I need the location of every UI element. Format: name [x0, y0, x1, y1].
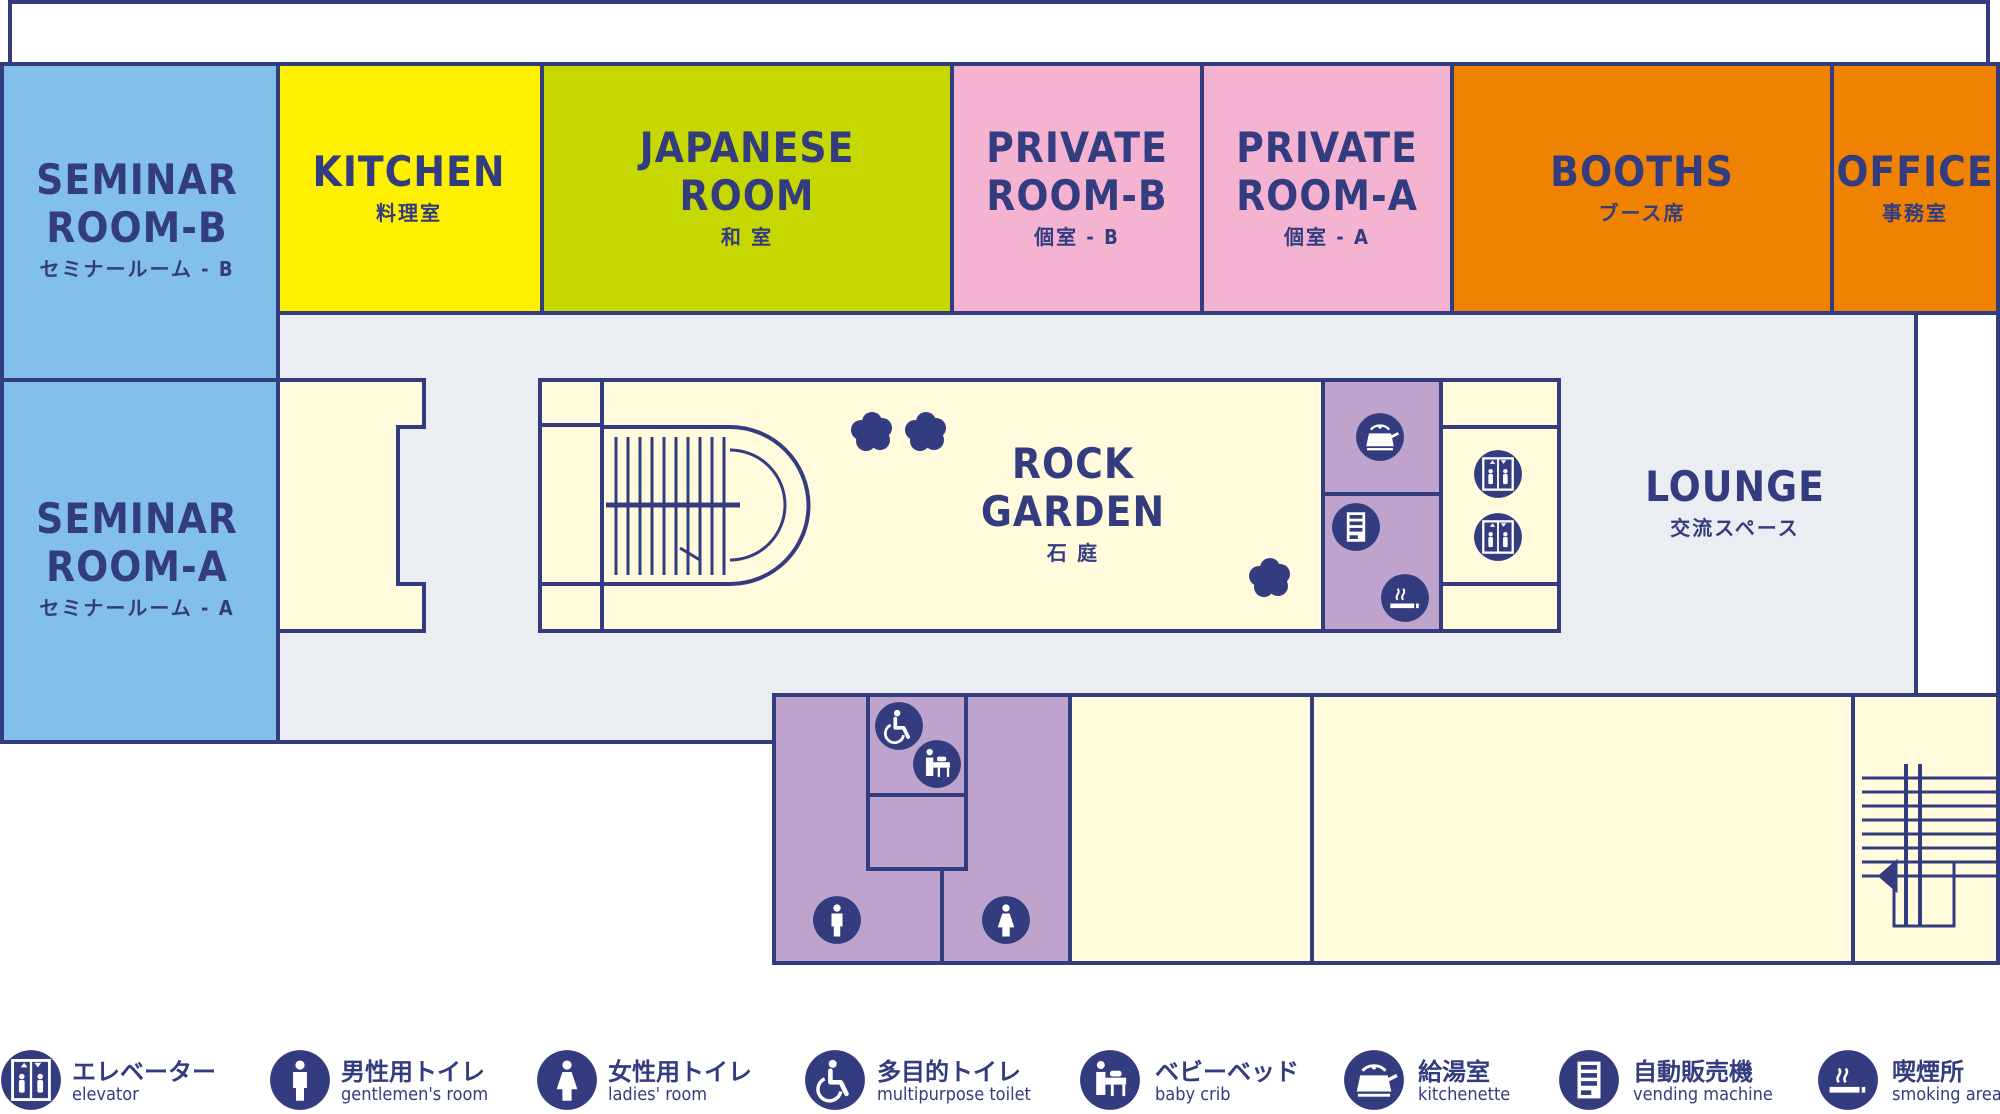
elevator-icon[interactable]	[1472, 511, 1524, 563]
wheelchair-icon	[805, 1050, 865, 1110]
right-passage	[1914, 311, 2000, 697]
label-seminar-a: SEMINAR ROOM-A セミナールーム - A	[36, 494, 238, 621]
label-office: OFFICE 事務室	[1836, 147, 1994, 226]
ladies-toilet-icon[interactable]	[982, 896, 1030, 944]
kettle-icon	[1342, 1048, 1406, 1112]
elevator-icon[interactable]	[1472, 448, 1524, 500]
central-staircase	[602, 425, 811, 586]
wheelchair-icon[interactable]	[873, 700, 925, 752]
label-rock-garden: ROCK GARDEN 石 庭	[980, 439, 1166, 566]
label-private-room-a: PRIVATE ROOM-A 個室 - A	[1236, 123, 1418, 250]
elevator-icon	[0, 1048, 63, 1112]
west-stair-block	[276, 378, 426, 633]
room-japanese[interactable]	[540, 62, 954, 315]
label-kitchen: KITCHEN 料理室	[312, 147, 506, 226]
smoking-icon	[1816, 1048, 1880, 1112]
elevator-block	[1439, 378, 1561, 633]
label-booths: BOOTHS ブース席	[1550, 147, 1734, 226]
vending-machine-icon	[1559, 1050, 1619, 1110]
east-stair-block	[1851, 693, 2000, 965]
baby-crib-icon	[1078, 1048, 1142, 1112]
gentlemen-toilet-icon	[270, 1050, 330, 1110]
ladies-toilet-icon	[537, 1050, 597, 1110]
room-seminar-a[interactable]	[0, 378, 280, 744]
room-private-a[interactable]	[1200, 62, 1454, 315]
bottom-room-1[interactable]	[1068, 693, 1314, 965]
room-booths[interactable]	[1450, 62, 1834, 315]
label-seminar-b: SEMINAR ROOM-B セミナールーム - B	[36, 155, 238, 282]
room-private-b[interactable]	[950, 62, 1204, 315]
gentlemen-toilet-icon[interactable]	[813, 896, 861, 944]
bottom-room-2[interactable]	[1310, 693, 1855, 965]
vending-machine-icon[interactable]	[1332, 503, 1380, 551]
label-japanese-room: JAPANESE ROOM 和 室	[639, 123, 855, 250]
label-private-room-b: PRIVATE ROOM-B 個室 - B	[986, 123, 1168, 250]
label-lounge: LOUNGE 交流スペース	[1645, 462, 1825, 541]
baby-crib-icon[interactable]	[911, 738, 963, 790]
smoking-icon[interactable]	[1380, 573, 1430, 623]
room-office[interactable]	[1830, 62, 2000, 315]
east-staircase	[1862, 764, 1998, 928]
kettle-icon[interactable]	[1354, 411, 1406, 463]
room-seminar-b[interactable]	[0, 62, 280, 382]
top-strip	[8, 0, 1990, 66]
